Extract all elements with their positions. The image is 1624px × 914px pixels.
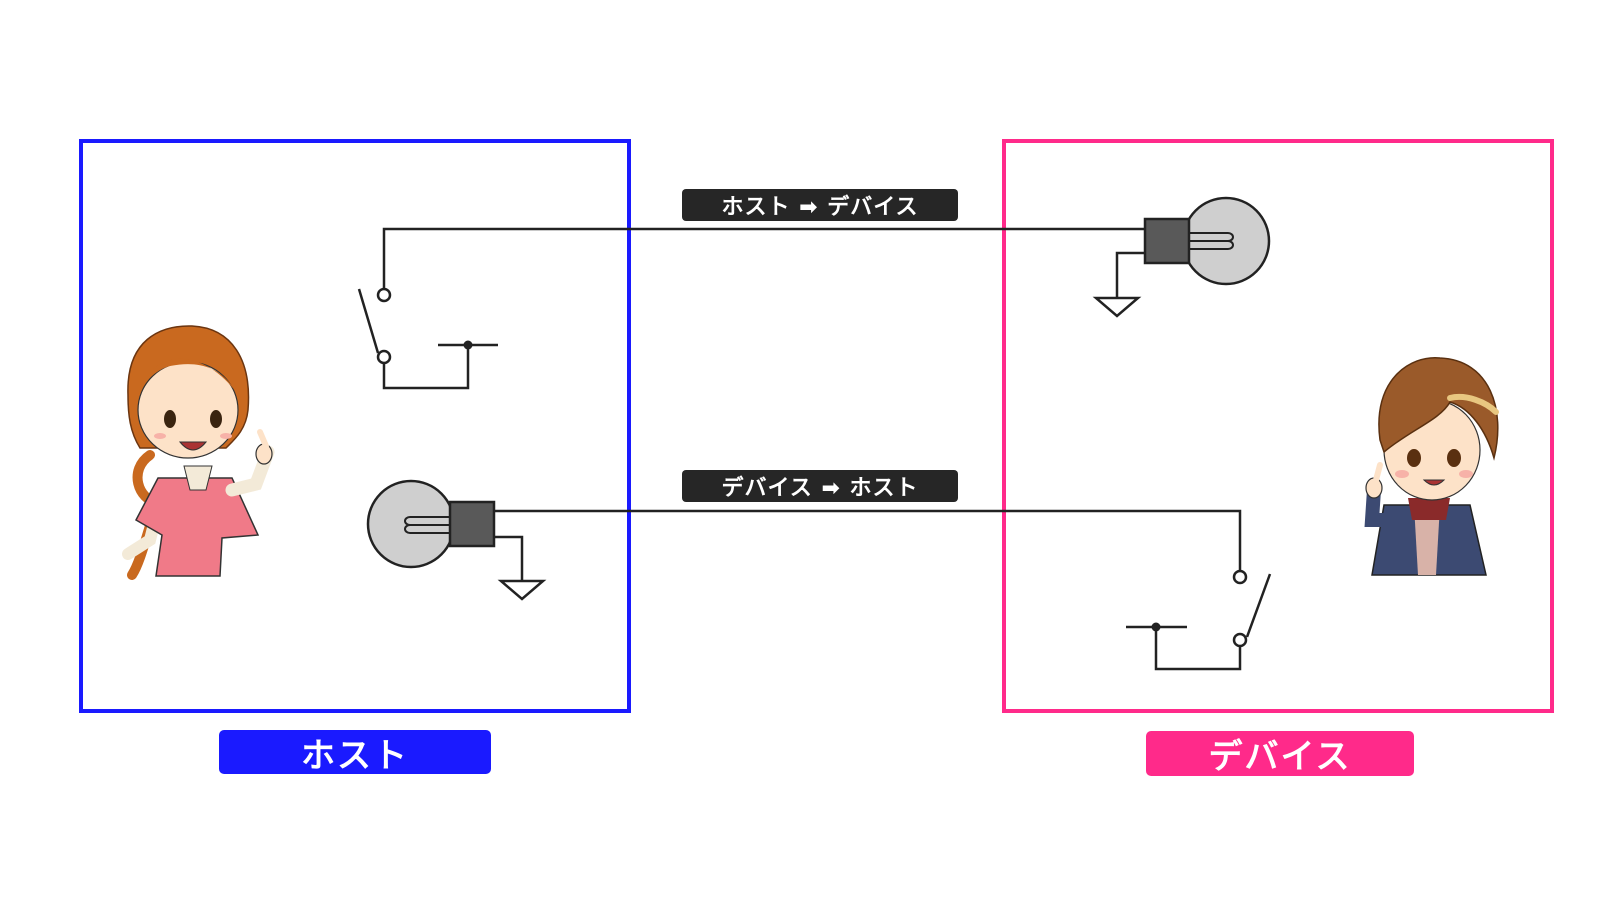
host-bulb [366, 479, 496, 569]
bottom-signal-wire [494, 509, 1242, 570]
device-frame [1002, 139, 1554, 713]
device-switch-return-wire [1154, 627, 1242, 671]
host-bulb-base [448, 500, 496, 548]
host-switch-return-wire [382, 345, 470, 390]
device-bulb-base [1143, 217, 1191, 265]
device-bulb-ground-wire [1115, 251, 1145, 298]
host-person-illustration [122, 325, 275, 580]
host-frame [79, 139, 631, 713]
device-to-host-label: デバイス ➡ ホスト [682, 470, 958, 502]
host-label: ホスト [219, 730, 491, 776]
host-bulb-ground-wire [494, 535, 524, 581]
host-to-device-label: ホスト ➡ デバイス [682, 189, 958, 221]
host-switch-lever [357, 288, 380, 354]
device-bulb-filament [1190, 232, 1234, 250]
bottom-circuit [494, 509, 1272, 671]
device-switch-contact-bottom [1232, 632, 1248, 648]
device-switch-contact-top [1232, 569, 1248, 585]
device-ground-symbol [1092, 296, 1142, 318]
host-bulb-filament [404, 516, 449, 534]
host-switch-contact-bottom [376, 349, 392, 365]
device-label: デバイス [1146, 731, 1414, 777]
device-power-node [1151, 622, 1161, 632]
top-circuit [357, 227, 1145, 390]
host-power-node [463, 340, 473, 350]
host-switch-contact-top [376, 287, 392, 303]
top-signal-wire [382, 227, 1145, 289]
device-bulb [1143, 196, 1271, 286]
device-person-illustration [1364, 357, 1499, 576]
host-ground-symbol [497, 579, 547, 601]
device-switch-lever [1245, 573, 1272, 638]
